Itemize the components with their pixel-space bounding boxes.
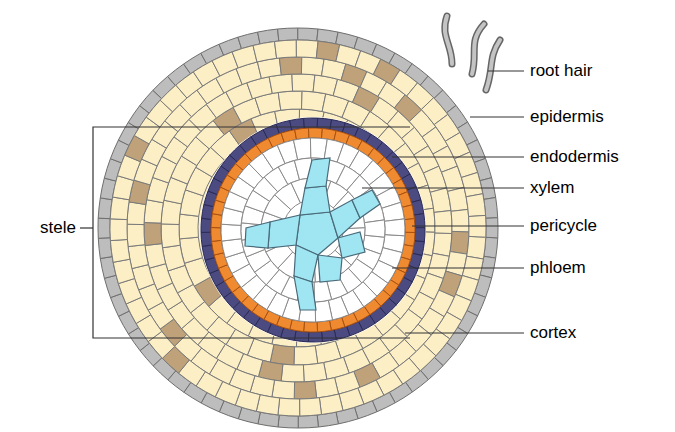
cell [308, 332, 322, 342]
cell [269, 74, 293, 93]
cell [144, 200, 163, 223]
tissue-label: root hair [530, 61, 592, 81]
cell [339, 388, 364, 410]
cell [461, 172, 482, 196]
cell [302, 91, 326, 111]
cell [161, 200, 181, 224]
cell [365, 220, 385, 237]
cell [232, 46, 257, 68]
cell [222, 239, 245, 258]
cell [211, 228, 222, 242]
cell [450, 231, 469, 254]
cell [98, 218, 110, 238]
tissue-label: pericycle [530, 216, 597, 236]
cell [113, 259, 134, 283]
cell [272, 380, 295, 399]
tissue-label: phloem [530, 258, 586, 278]
cell [270, 345, 294, 365]
cell [414, 228, 425, 242]
cell [301, 57, 324, 76]
cell [179, 214, 199, 239]
cell [294, 346, 318, 365]
cell [281, 364, 304, 382]
cell [110, 219, 127, 241]
cell [434, 211, 452, 234]
cell [144, 223, 162, 246]
cell [466, 194, 486, 217]
cell [221, 224, 241, 241]
tissue-label: endodermis [530, 147, 619, 167]
cell [385, 219, 405, 236]
tissue-label: cortex [530, 323, 576, 343]
leader-lines [80, 71, 524, 338]
cell [315, 300, 332, 322]
cell [110, 197, 129, 220]
root-hairs [445, 16, 500, 90]
cell [486, 218, 498, 238]
cell [201, 218, 212, 232]
cell [127, 224, 145, 246]
cell [451, 209, 469, 231]
xylem-vessels [245, 158, 380, 310]
cell [127, 202, 146, 225]
cell [303, 363, 327, 382]
cell [404, 232, 415, 246]
cell [278, 91, 302, 110]
stele-bracket [93, 127, 410, 338]
cell [278, 398, 300, 416]
cell [314, 280, 332, 302]
cell [253, 42, 277, 63]
cell [304, 322, 318, 332]
tissue-ground [200, 117, 426, 343]
cell [278, 28, 298, 41]
cell-layers [98, 28, 498, 428]
cell [300, 398, 322, 416]
cell [275, 40, 297, 58]
cell [110, 240, 129, 263]
cell [278, 415, 298, 428]
cell [294, 381, 316, 399]
cell [292, 74, 315, 92]
cell [298, 28, 318, 41]
cell [309, 128, 323, 138]
cell [201, 232, 212, 246]
region-label: stele [40, 218, 76, 238]
cell [298, 415, 318, 428]
cell [319, 394, 343, 415]
cell [382, 202, 405, 221]
cell [279, 57, 301, 75]
tissue-ground [98, 28, 498, 428]
tissue-label: xylem [530, 178, 574, 198]
cell [296, 40, 318, 58]
cell [467, 236, 486, 259]
tissue-label: epidermis [530, 107, 604, 127]
cell [161, 224, 180, 248]
cell [211, 214, 222, 228]
cell [294, 138, 311, 160]
cell [433, 233, 452, 256]
